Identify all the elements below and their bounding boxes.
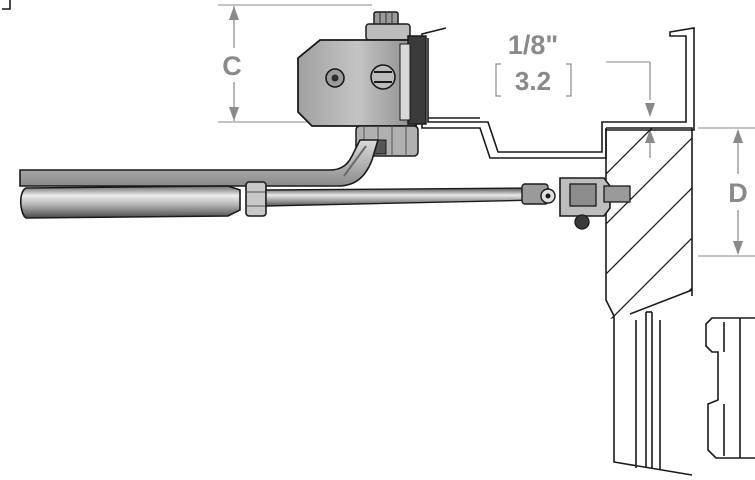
- forearm: [19, 181, 556, 219]
- dimension-d: D: [698, 127, 755, 257]
- main-arm: [19, 139, 380, 187]
- corner-mark: [2, 0, 11, 10]
- shoe-screw-icon: [574, 214, 590, 230]
- slotted-screw-icon: [370, 64, 396, 90]
- closer-body: [297, 11, 427, 157]
- door-frame-header: [421, 27, 695, 159]
- hex-nut-icon: [245, 181, 267, 217]
- hinge: [705, 317, 755, 459]
- gap-dimension: 1/8" 3.2: [495, 30, 655, 158]
- dimension-c: C: [218, 4, 372, 123]
- gap-dimension-mm: 3.2: [515, 66, 551, 96]
- arm-shoe: [559, 177, 631, 230]
- dimension-d-label: D: [728, 178, 748, 208]
- dimension-c-label: C: [222, 51, 242, 81]
- door-section: [605, 127, 693, 476]
- gap-dimension-inches: 1/8": [508, 30, 558, 60]
